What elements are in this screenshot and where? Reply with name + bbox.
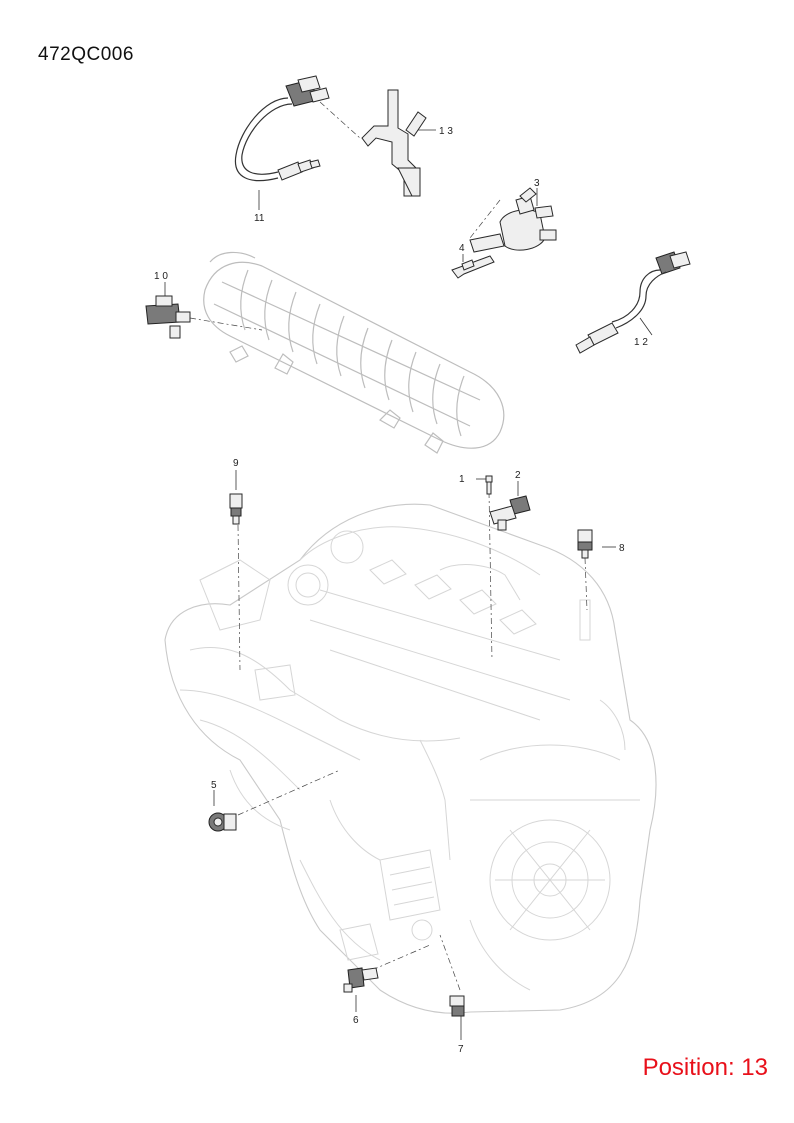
leader-lines xyxy=(164,101,653,1040)
callout-11: 11 xyxy=(254,213,265,224)
part-10-map-sensor xyxy=(145,295,191,339)
part-13-bracket xyxy=(361,89,427,197)
callout-7: 7 xyxy=(458,1044,464,1055)
part-3-purge-valve xyxy=(469,187,557,253)
engine-block xyxy=(164,503,657,1014)
part-7-oil-pressure-sensor xyxy=(449,995,465,1017)
callout-4: 4 xyxy=(459,243,465,254)
part-5-knock-sensor xyxy=(208,812,237,832)
callout-labels: 1 2 3 4 5 6 7 8 9 1 0 11 1 2 1 3 xyxy=(154,126,648,1055)
callout-5: 5 xyxy=(211,780,217,791)
callout-13: 1 3 xyxy=(439,126,453,137)
callout-2: 2 xyxy=(515,470,521,481)
part-8-pressure-switch xyxy=(577,529,593,559)
position-label: Position: 13 xyxy=(642,1054,768,1081)
callout-1: 1 xyxy=(459,474,465,485)
part-6-crankshaft-sensor xyxy=(343,967,379,993)
part-1-bolt xyxy=(485,475,493,495)
part-12-oxygen-sensor-downstream xyxy=(575,251,691,354)
callout-6: 6 xyxy=(353,1015,359,1026)
diagram-code: 472QC006 xyxy=(38,44,134,65)
part-4-clip xyxy=(451,255,495,279)
callout-3: 3 xyxy=(534,178,540,189)
part-11-oxygen-sensor-upstream xyxy=(234,75,330,182)
callout-8: 8 xyxy=(619,543,625,554)
intake-manifold xyxy=(203,251,505,454)
part-9-temperature-sensor xyxy=(229,493,243,525)
part-2-camshaft-sensor xyxy=(489,495,531,531)
callout-10: 1 0 xyxy=(154,271,168,282)
callout-12: 1 2 xyxy=(634,337,648,348)
callout-9: 9 xyxy=(233,458,239,469)
